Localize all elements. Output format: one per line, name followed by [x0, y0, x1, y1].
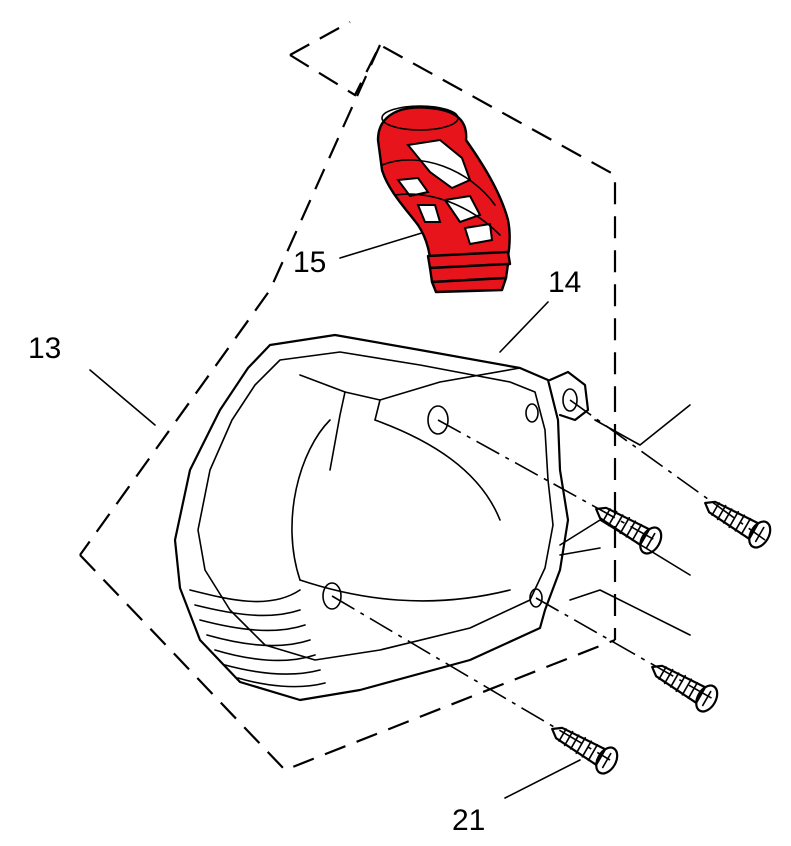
screw-2 — [704, 500, 772, 549]
leader-lines — [89, 231, 581, 799]
assembly-boundary — [79, 21, 617, 772]
cover-ribs — [189, 589, 326, 688]
screw-4 — [551, 726, 619, 775]
callout-14: 14 — [548, 266, 581, 299]
frame-lines — [559, 404, 691, 636]
callout-15: 15 — [293, 246, 326, 279]
screw-3 — [651, 664, 719, 713]
screw-1 — [595, 506, 663, 555]
screws — [551, 500, 772, 775]
callout-21: 21 — [452, 804, 485, 837]
screw-centerlines — [331, 399, 766, 761]
elbow-part — [376, 105, 512, 294]
cover-housing — [173, 333, 590, 702]
callout-13: 13 — [28, 332, 61, 365]
